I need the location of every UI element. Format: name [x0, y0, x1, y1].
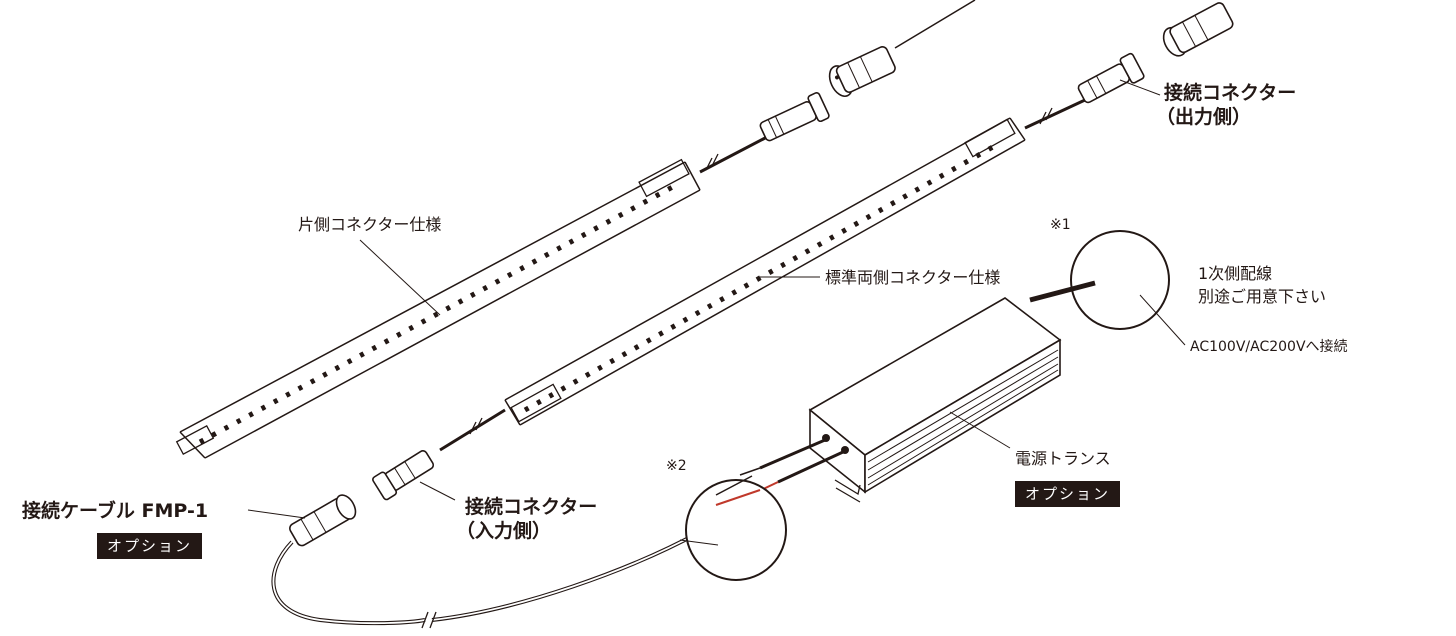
label-output-connector: 接続コネクター	[1164, 82, 1297, 104]
connector-single-male	[759, 91, 830, 142]
badge-transformer-option: オプション	[1015, 481, 1121, 507]
label-output-side: （出力側）	[1156, 106, 1252, 128]
connector-output-socket	[1162, 2, 1234, 57]
label-prepare-separately: 別途ご用意下さい	[1198, 287, 1327, 306]
connector-input-male	[372, 450, 435, 501]
label-note-2: ※2	[666, 458, 687, 474]
leader-lines	[247, 79, 1186, 546]
led-strip-both-sides	[504, 117, 1026, 426]
label-primary-wiring: 1次側配線	[1198, 264, 1273, 283]
cable-input-side	[439, 408, 506, 452]
cable-output-side	[1024, 98, 1086, 130]
connector-output-male	[1077, 52, 1145, 104]
label-standard-both-side-spec: 標準両側コネクター仕様	[825, 268, 1001, 287]
label-ac-connection: AC100V/AC200Vへ接続	[1190, 339, 1348, 355]
label-connection-cable: 接続ケーブル FMP-1	[22, 500, 209, 522]
label-power-transformer: 電源トランス	[1015, 449, 1111, 468]
power-transformer	[739, 280, 1096, 503]
detail-circle-1	[1070, 230, 1170, 330]
badge-cable-option: オプション	[97, 533, 203, 559]
label-note-1: ※1	[1050, 217, 1071, 233]
detail-circle-2	[685, 479, 787, 581]
label-input-connector: 接続コネクター	[465, 496, 598, 518]
connector-socket-top	[828, 46, 896, 98]
label-single-side-spec: 片側コネクター仕様	[298, 215, 442, 234]
led-strip-single-side	[175, 158, 701, 459]
cable-top	[894, 0, 976, 49]
label-input-side: （入力側）	[456, 520, 552, 542]
connection-cable-fmp1	[271, 494, 701, 629]
